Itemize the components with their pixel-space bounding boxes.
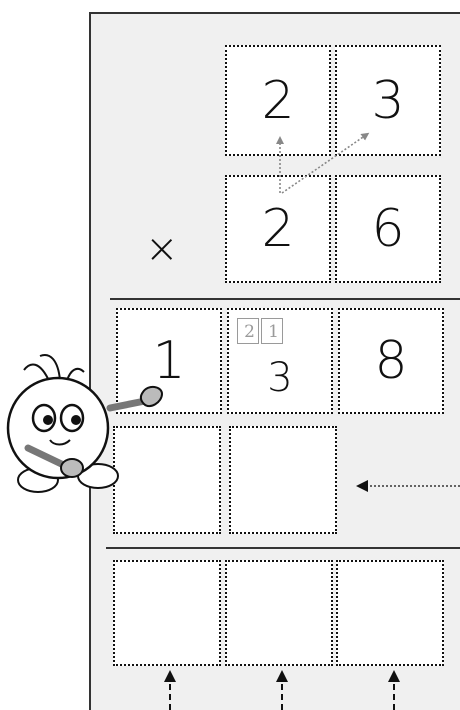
guide-arrow-diagonal <box>282 135 366 193</box>
row-pointer-arrow <box>356 480 460 492</box>
column-arrow-middle <box>276 670 288 710</box>
column-arrow-right <box>388 670 400 710</box>
column-arrow-left <box>164 670 176 710</box>
mascot-character-icon <box>8 355 162 492</box>
